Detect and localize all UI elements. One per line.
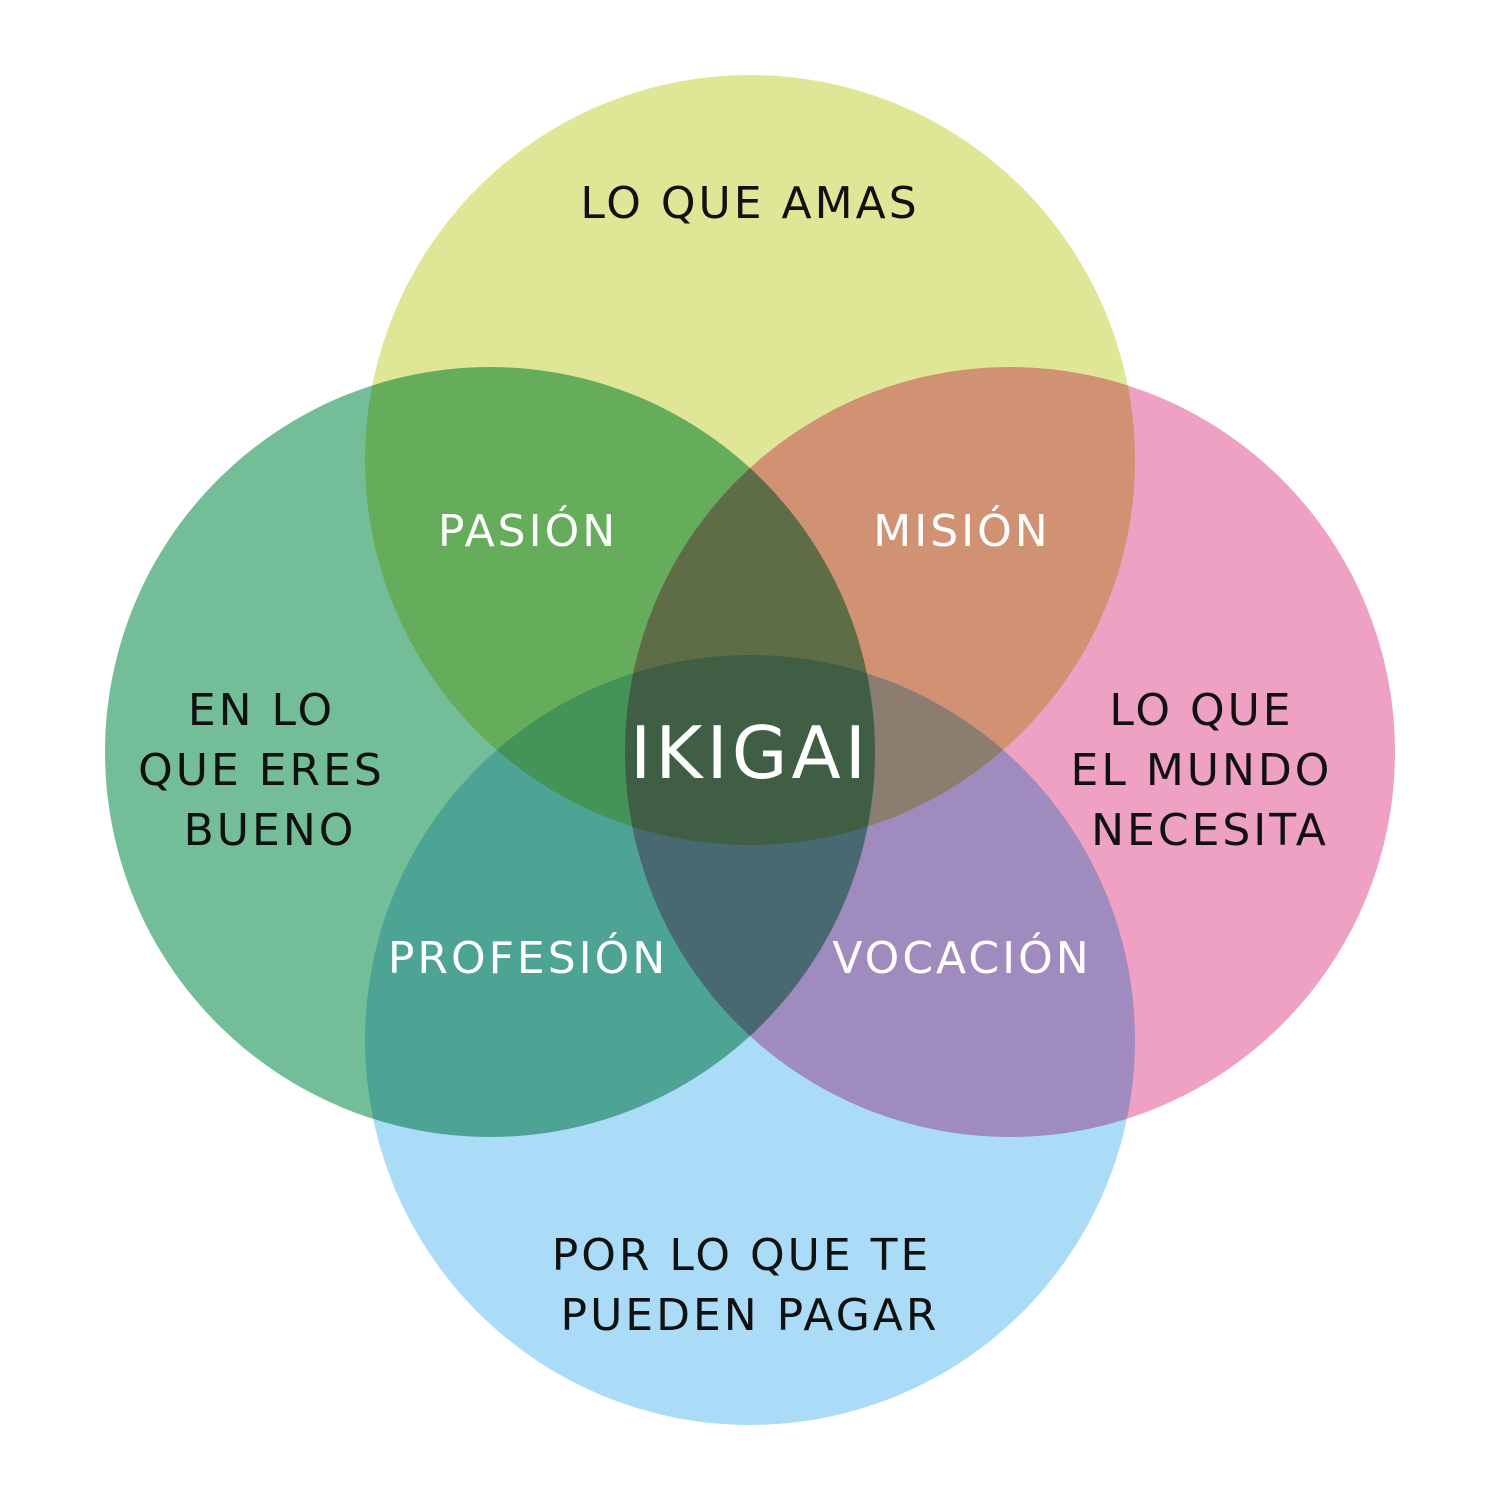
label-right-line-1: LO QUE xyxy=(1109,685,1293,736)
label-lo-que-amas: LO QUE AMAS xyxy=(580,178,919,229)
label-mision: MISIÓN xyxy=(873,504,1050,557)
label-left-line-2: QUE ERES xyxy=(138,745,385,796)
label-ikigai: IKIGAI xyxy=(630,711,870,795)
circle-bottom xyxy=(365,655,1135,1425)
label-pasion: PASIÓN xyxy=(438,504,618,557)
label-profesion: PROFESIÓN xyxy=(388,931,668,984)
circles xyxy=(105,75,1395,1425)
label-en-lo-que-eres-bueno: EN LO QUE ERES BUENO xyxy=(138,685,402,856)
label-left-line-1: EN LO xyxy=(188,685,335,736)
label-vocacion: VOCACIÓN xyxy=(832,931,1091,984)
label-bottom-line-1: POR LO QUE TE xyxy=(552,1230,932,1281)
label-right-line-2: EL MUNDO xyxy=(1071,745,1333,796)
label-lo-que-el-mundo-necesita: LO QUE EL MUNDO NECESITA xyxy=(1071,685,1350,856)
label-por-lo-que-te-pueden-pagar: POR LO QUE TE PUEDEN PAGAR xyxy=(552,1230,949,1341)
label-right-line-3: NECESITA xyxy=(1091,805,1329,856)
label-bottom-line-2: PUEDEN PAGAR xyxy=(561,1290,940,1341)
label-left-line-3: BUENO xyxy=(184,805,357,856)
